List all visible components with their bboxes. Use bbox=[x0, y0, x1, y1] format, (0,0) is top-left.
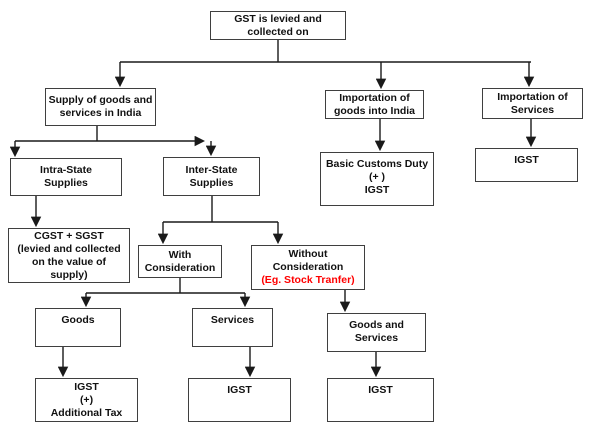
node-importation-services: Importation of Services bbox=[482, 88, 583, 119]
node-services: Services bbox=[192, 308, 273, 347]
node-basic-customs-duty-label: Basic Customs Duty (+ ) IGST bbox=[325, 158, 429, 196]
node-intra-state-label: Intra-State Supplies bbox=[40, 164, 92, 189]
node-goods-label: Goods bbox=[61, 314, 95, 326]
node-intra-state-supplies: Intra-State Supplies bbox=[10, 158, 122, 196]
node-importation-goods-label: Importation of goods into India bbox=[333, 91, 416, 117]
node-igst-goods-services: IGST bbox=[327, 378, 434, 422]
node-igst-additional-tax: IGST (+) Additional Tax bbox=[35, 378, 138, 422]
node-inter-state-label: Inter-State Supplies bbox=[185, 163, 238, 189]
node-igst-services: IGST bbox=[188, 378, 291, 422]
node-igst-additional-tax-label: IGST (+) Additional Tax bbox=[50, 380, 123, 419]
node-without-consideration-label: Without Consideration bbox=[272, 248, 344, 273]
node-goods: Goods bbox=[35, 308, 121, 347]
node-importation-services-label: Importation of Services bbox=[497, 90, 568, 116]
node-basic-customs-duty: Basic Customs Duty (+ ) IGST bbox=[320, 152, 434, 206]
node-goods-and-services: Goods and Services bbox=[327, 313, 426, 352]
node-cgst-sgst: CGST + SGST (levied and collected on the… bbox=[8, 228, 130, 283]
node-services-label: Services bbox=[210, 314, 255, 326]
node-gst-root-label: GST is levied and collected on bbox=[234, 12, 322, 38]
node-gst-root: GST is levied and collected on bbox=[210, 11, 346, 40]
node-goods-and-services-label: Goods and Services bbox=[349, 319, 404, 344]
node-inter-state-supplies: Inter-State Supplies bbox=[163, 157, 260, 196]
node-without-consideration: Without Consideration (Eg. Stock Tranfer… bbox=[251, 245, 365, 290]
node-importation-goods: Importation of goods into India bbox=[325, 90, 424, 119]
node-with-consideration: With Consideration bbox=[138, 245, 222, 278]
node-supply-goods-services: Supply of goods and services in India bbox=[45, 88, 156, 126]
node-igst-import-services-label: IGST bbox=[514, 154, 539, 166]
node-with-consideration-label: With Consideration bbox=[144, 248, 216, 274]
node-supply-label: Supply of goods and services in India bbox=[48, 94, 153, 119]
node-igst-goods-services-label: IGST bbox=[368, 384, 393, 396]
node-cgst-sgst-label: CGST + SGST (levied and collected on the… bbox=[17, 229, 121, 281]
node-igst-import-services: IGST bbox=[475, 148, 578, 182]
node-igst-services-label: IGST bbox=[227, 384, 252, 396]
node-without-consideration-note: (Eg. Stock Tranfer) bbox=[261, 274, 355, 286]
